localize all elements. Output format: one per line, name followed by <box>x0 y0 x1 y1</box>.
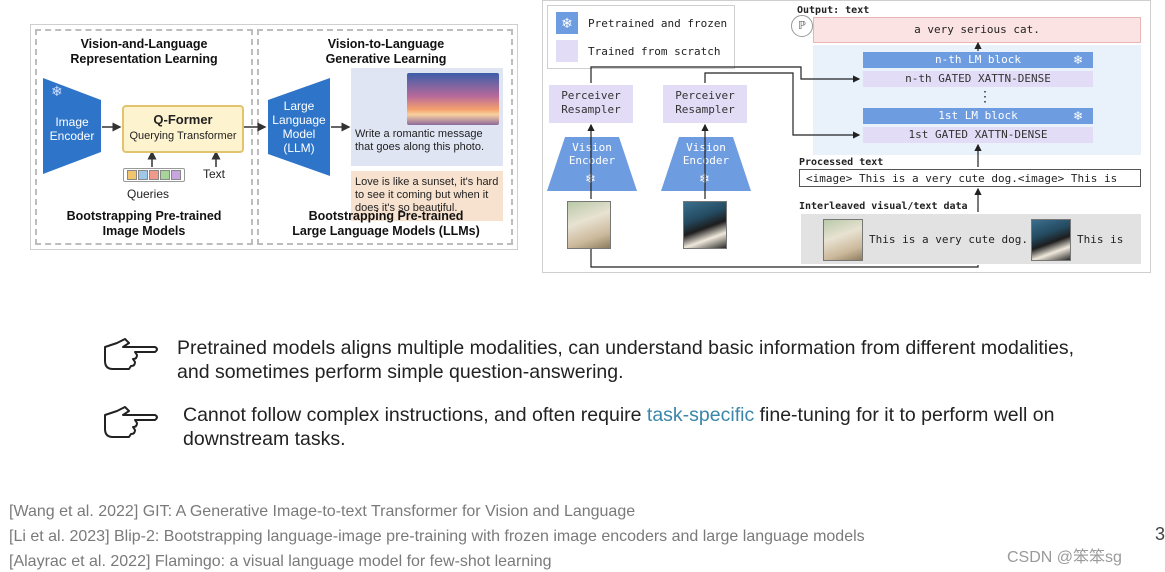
flamingo-logo-icon: ℙ <box>791 15 813 37</box>
snowflake-icon: ❄ <box>1073 109 1084 123</box>
interleaved-cat-image <box>1031 219 1071 261</box>
cat-image <box>683 201 727 249</box>
left-stage-caption: Bootstrapping Pre-trained Image Models <box>66 209 222 238</box>
reference-git: [Wang et al. 2022] GIT: A Generative Ima… <box>9 503 636 520</box>
page-number: 3 <box>1155 524 1165 544</box>
right-stage-title: Vision-to-Language Generative Learning <box>325 37 447 66</box>
csdn-watermark: CSDN @笨笨sg <box>1007 549 1122 566</box>
frozen-swatch-icon: ❄ <box>556 12 578 34</box>
image-encoder-label: Image Encoder <box>49 115 95 143</box>
first-xattn-label: 1st GATED XATTN-DENSE <box>908 128 1048 141</box>
bullet-1-text: Pretrained models aligns multiple modali… <box>177 337 1075 383</box>
dog-image <box>567 201 611 249</box>
first-lm-block: 1st LM block <box>863 108 1093 124</box>
response-bubble: Love is like a sunset, it's hard to see … <box>351 171 503 221</box>
pointing-hand-icon <box>104 406 158 438</box>
bullet-2-pre: Cannot follow complex instructions, and … <box>183 404 647 426</box>
llm-label: Large Language Model (LLM) <box>272 99 326 155</box>
prompt-text: Write a romantic message that goes along… <box>355 128 485 153</box>
bullet-2-text: Cannot follow complex instructions, and … <box>183 403 1103 451</box>
vision-encoder-1: Vision Encoder <box>568 141 616 167</box>
llm-shape <box>268 78 330 176</box>
vision-encoder-2: Vision Encoder <box>682 141 730 167</box>
qformer-subtitle: Querying Transformer <box>129 130 237 142</box>
text-label: Text <box>203 167 226 181</box>
blip-arrows <box>102 122 351 167</box>
flamingo-figure: ❄ Pretrained and frozen Trained from scr… <box>542 0 1151 273</box>
right-stage-caption: Bootstrapping Pre-trained Large Language… <box>292 209 480 238</box>
perceiver-resampler-1: Perceiver Resampler <box>549 85 633 123</box>
flamingo-arrows <box>587 41 982 268</box>
first-lm-label: 1st LM block <box>938 109 1018 122</box>
bullet-2-post: fine-tuning for it to perform well on do… <box>183 404 1055 450</box>
image-encoder-shape <box>43 78 101 174</box>
generative-learning-box <box>257 29 513 245</box>
ellipsis-dots: ⋮ <box>978 88 992 104</box>
legend-frozen: Pretrained and frozen <box>588 17 728 30</box>
pointing-hand-icon <box>104 338 158 370</box>
nth-xattn-label: n-th GATED XATTN-DENSE <box>905 72 1051 85</box>
interleaved-dog-image <box>823 219 863 261</box>
reference-blip2: [Li et al. 2023] Blip-2: Bootstrapping l… <box>9 528 865 545</box>
response-text: Love is like a sunset, it's hard to see … <box>355 176 499 214</box>
first-xattn-block: 1st GATED XATTN-DENSE <box>863 127 1093 143</box>
query-tokens <box>123 168 185 182</box>
representation-learning-box <box>35 29 253 245</box>
output-label: Output: text <box>797 5 870 16</box>
interleaved-text-2: This is <box>1077 233 1124 246</box>
legend-box: ❄ Pretrained and frozen Trained from scr… <box>547 5 735 69</box>
interleaved-panel: This is a very cute dog. This is <box>801 214 1141 264</box>
interleaved-label: Interleaved visual/text data <box>799 201 968 212</box>
nth-lm-block: n-th LM block <box>863 52 1093 68</box>
qformer-title: Q-Former <box>153 112 213 127</box>
blip2-figure: Vision-and-Language Representation Learn… <box>30 24 518 250</box>
legend-scratch: Trained from scratch <box>588 45 721 58</box>
reference-flamingo: [Alayrac et al. 2022] Flamingo: a visual… <box>9 553 552 570</box>
qformer-box: Q-Former Querying Transformer <box>122 105 244 153</box>
processed-text-label: Processed text <box>799 157 884 168</box>
snowflake-icon: ❄ <box>1073 53 1084 67</box>
perceiver-resampler-2: Perceiver Resampler <box>663 85 747 123</box>
scratch-swatch <box>556 40 578 62</box>
sunset-image <box>407 73 499 125</box>
vision-encoder-shape-2 <box>661 137 751 191</box>
bullet-2-highlight: task-specific <box>646 404 755 426</box>
interleaved-text-1: This is a very cute dog. <box>869 233 1028 246</box>
processed-text: <image> This is a very cute dog.<image> … <box>799 169 1141 187</box>
nth-lm-label: n-th LM block <box>934 53 1022 66</box>
left-stage-title: Vision-and-Language Representation Learn… <box>70 37 218 66</box>
queries-label: Queries <box>127 187 170 201</box>
snowflake-icon: ❄ <box>51 83 63 99</box>
nth-xattn-block: n-th GATED XATTN-DENSE <box>863 71 1093 87</box>
vision-encoder-shape-1 <box>547 137 637 191</box>
prompt-bubble: Write a romantic message that goes along… <box>351 68 503 166</box>
